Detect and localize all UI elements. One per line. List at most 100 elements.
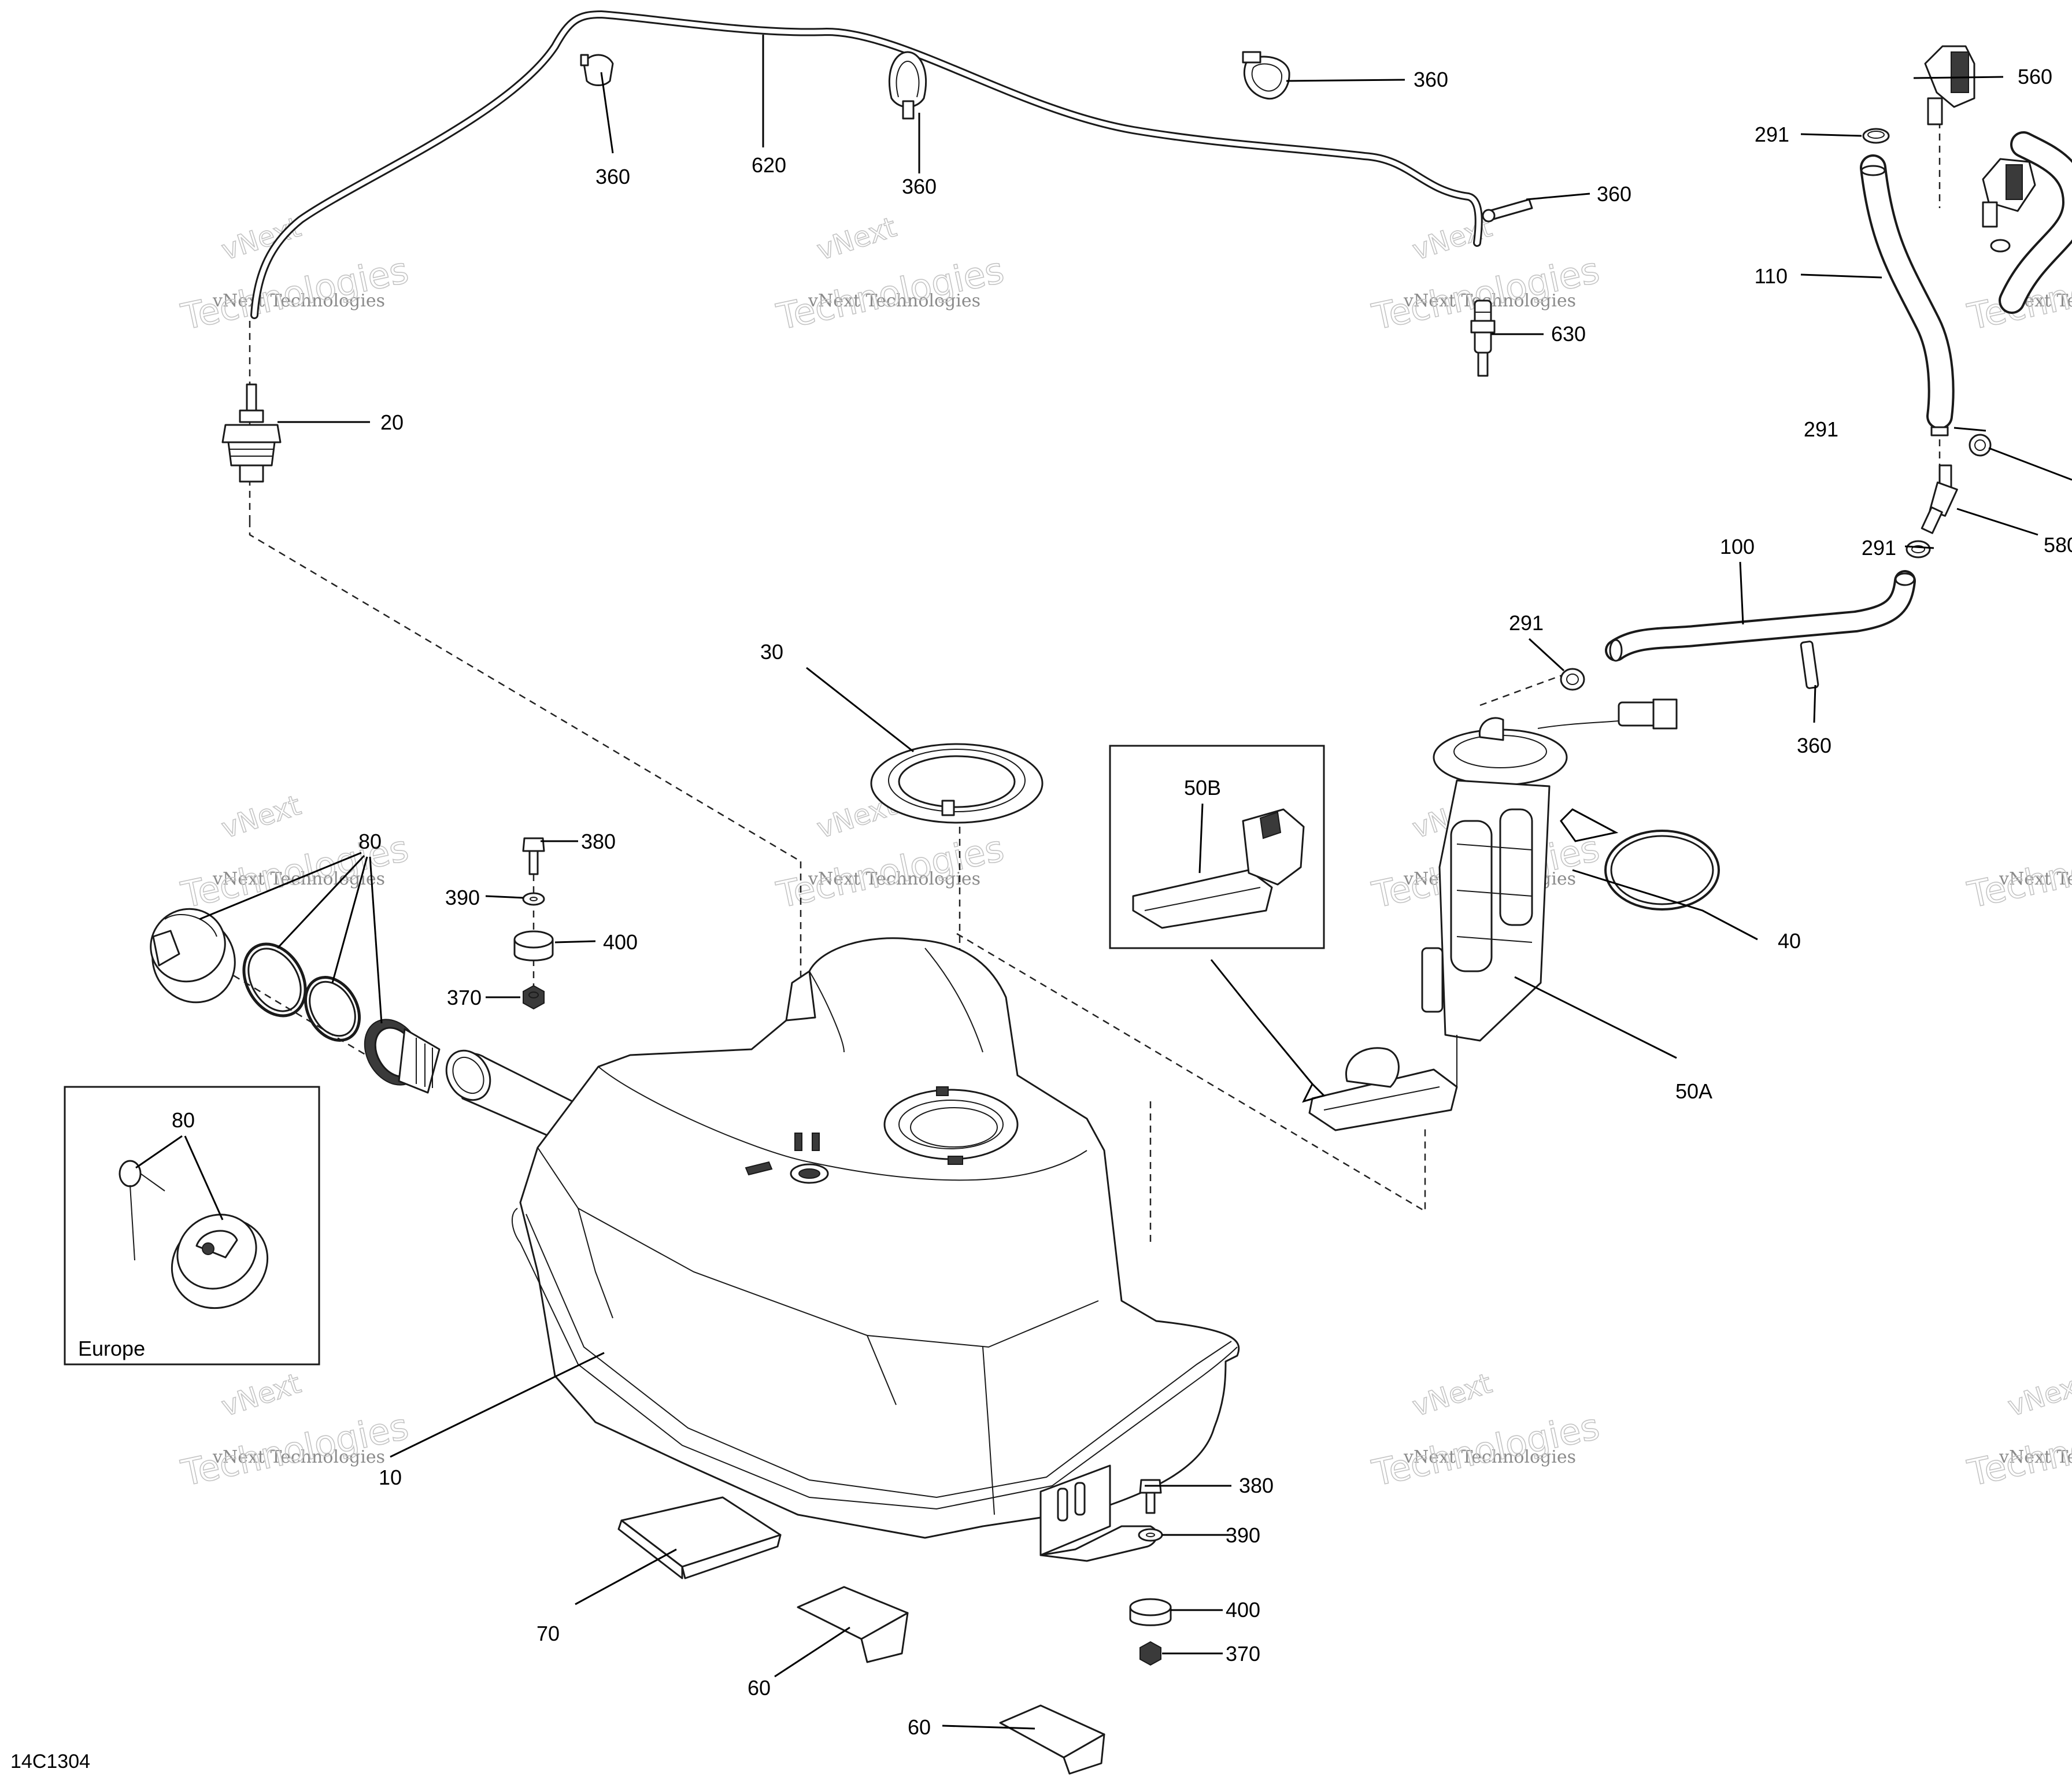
watermark-vnext: vNext	[217, 1367, 305, 1423]
callouts: 360 620 360 360 360 630 20 560 291 110 2…	[358, 65, 2072, 1739]
callout-label: 380	[1239, 1474, 1274, 1497]
pad-icon	[617, 1496, 782, 1579]
hose-icon	[1860, 154, 1955, 430]
callout-label: 400	[1226, 1598, 1260, 1622]
callout-label: 360	[1597, 182, 1631, 206]
callout-label: 560	[2018, 65, 2052, 88]
filler-neck-icon	[364, 1019, 441, 1094]
callout-label: 30	[760, 640, 783, 664]
t-fitting-icon	[1921, 464, 1958, 534]
connector-icon	[1982, 158, 2036, 228]
gasket-icon	[1604, 830, 1720, 911]
watermark-vnext: vNext	[2004, 1367, 2072, 1423]
callout-label: 630	[1551, 322, 1586, 346]
callout-label: 360	[902, 175, 937, 198]
clamp-icon	[1862, 128, 1890, 144]
watermark-big: Technologies	[1368, 1405, 1603, 1494]
watermark: vNext vNext Technologies Technologies	[1963, 1367, 2072, 1495]
watermark-vnext: vNext	[813, 211, 900, 267]
callout-label: 110	[1755, 264, 1788, 288]
callout-label: 390	[445, 886, 480, 909]
inset-pump-detail: 50B	[1109, 745, 1325, 949]
leader-lines	[199, 35, 2072, 1730]
clamp-icon	[888, 51, 927, 120]
key-icon	[119, 1160, 165, 1261]
washer-icon	[1138, 1528, 1163, 1542]
inset-callout-80: 80	[172, 1108, 195, 1132]
watermark-big: Technologies	[773, 827, 1008, 916]
watermark-vnext: vNext	[217, 211, 305, 267]
callout-label: 370	[1226, 1642, 1260, 1666]
fuel-pump-icon	[1308, 698, 1678, 1131]
hose-icon	[1605, 570, 1916, 662]
callout-label: 360	[595, 165, 630, 188]
watermark-big: Technologies	[177, 1405, 412, 1494]
assembly-line	[249, 520, 801, 863]
nut-icon	[523, 985, 545, 1010]
watermark: vNext vNext Technologies Technologies	[1368, 1367, 1603, 1495]
callout-label: 10	[379, 1466, 402, 1489]
callout-label: 291	[1804, 417, 1838, 441]
clamp-icon	[1560, 668, 1585, 691]
watermark-vnext: vNext	[217, 789, 305, 845]
watermark: vNext vNext Technologies Technologies	[772, 210, 1008, 339]
clamp-icon	[580, 54, 614, 86]
watermark-text: vNext Technologies	[1999, 1447, 2072, 1467]
callout-label: 70	[536, 1622, 560, 1645]
o-ring-icon	[304, 976, 361, 1042]
callout-label: 291	[1509, 611, 1544, 635]
nut-icon	[1139, 1641, 1161, 1666]
inset-title-europe: Europe	[78, 1337, 145, 1360]
clamp-icon	[1800, 641, 1819, 689]
inset-europe: 80 Europe	[64, 1086, 320, 1366]
callout-label: 20	[380, 410, 404, 434]
ring-nut-icon	[870, 743, 1044, 824]
assembly-line	[1479, 672, 1567, 706]
watermark-text: vNext Technologies	[212, 1447, 385, 1467]
watermark-big: Technologies	[773, 249, 1008, 338]
watermark-text: vNext Technologies	[212, 291, 385, 311]
fuel-tank-icon	[511, 937, 1240, 1562]
watermark: vNext vNext Technologies Technologies	[177, 1367, 412, 1495]
clamp-icon	[1242, 51, 1290, 100]
watermark-big: Technologies	[1964, 827, 2072, 916]
callout-label: 40	[1778, 929, 1801, 953]
clamp-icon	[1906, 540, 1931, 558]
hose-icon	[1999, 131, 2072, 314]
watermark: vNext Technologies Technologies	[1963, 827, 2072, 917]
filler-cap-icon	[150, 908, 236, 1004]
connector-icon	[1924, 45, 1975, 125]
callout-label: 580	[2044, 533, 2072, 557]
pad-icon	[797, 1586, 909, 1663]
diagram-code: 14C1304	[10, 1751, 90, 1773]
watermark-text: vNext Technologies	[1403, 1447, 1576, 1467]
inset-callout-50B: 50B	[1184, 776, 1221, 800]
callout-label: 360	[1797, 734, 1832, 757]
clamp-icon	[1930, 426, 1949, 436]
washer-icon	[522, 892, 545, 906]
assembly-line	[956, 933, 1426, 1213]
callout-label: 390	[1226, 1523, 1260, 1547]
callout-label: 400	[603, 930, 638, 954]
pad-icon	[999, 1704, 1105, 1775]
clamp-icon	[1969, 434, 1992, 457]
callout-label: 60	[748, 1676, 771, 1700]
watermark-vnext: vNext	[1408, 1367, 1496, 1423]
valve-icon	[1470, 299, 1496, 377]
callout-label: 620	[752, 153, 786, 177]
watermark-text: vNext Technologies	[808, 291, 980, 311]
fill-tube-hose	[250, 10, 1483, 319]
grommet-icon	[1129, 1598, 1172, 1626]
vent-valve-icon	[221, 383, 282, 483]
callout-label: 380	[581, 830, 616, 853]
callout-label: 291	[1862, 536, 1896, 560]
callout-label: 291	[1755, 123, 1789, 146]
callout-label: 80	[358, 830, 382, 853]
callout-label: 50A	[1675, 1079, 1712, 1103]
clamp-icon	[1990, 239, 2011, 253]
watermark-big: Technologies	[177, 249, 412, 338]
callout-label: 360	[1414, 68, 1448, 91]
grommet-icon	[513, 930, 554, 961]
